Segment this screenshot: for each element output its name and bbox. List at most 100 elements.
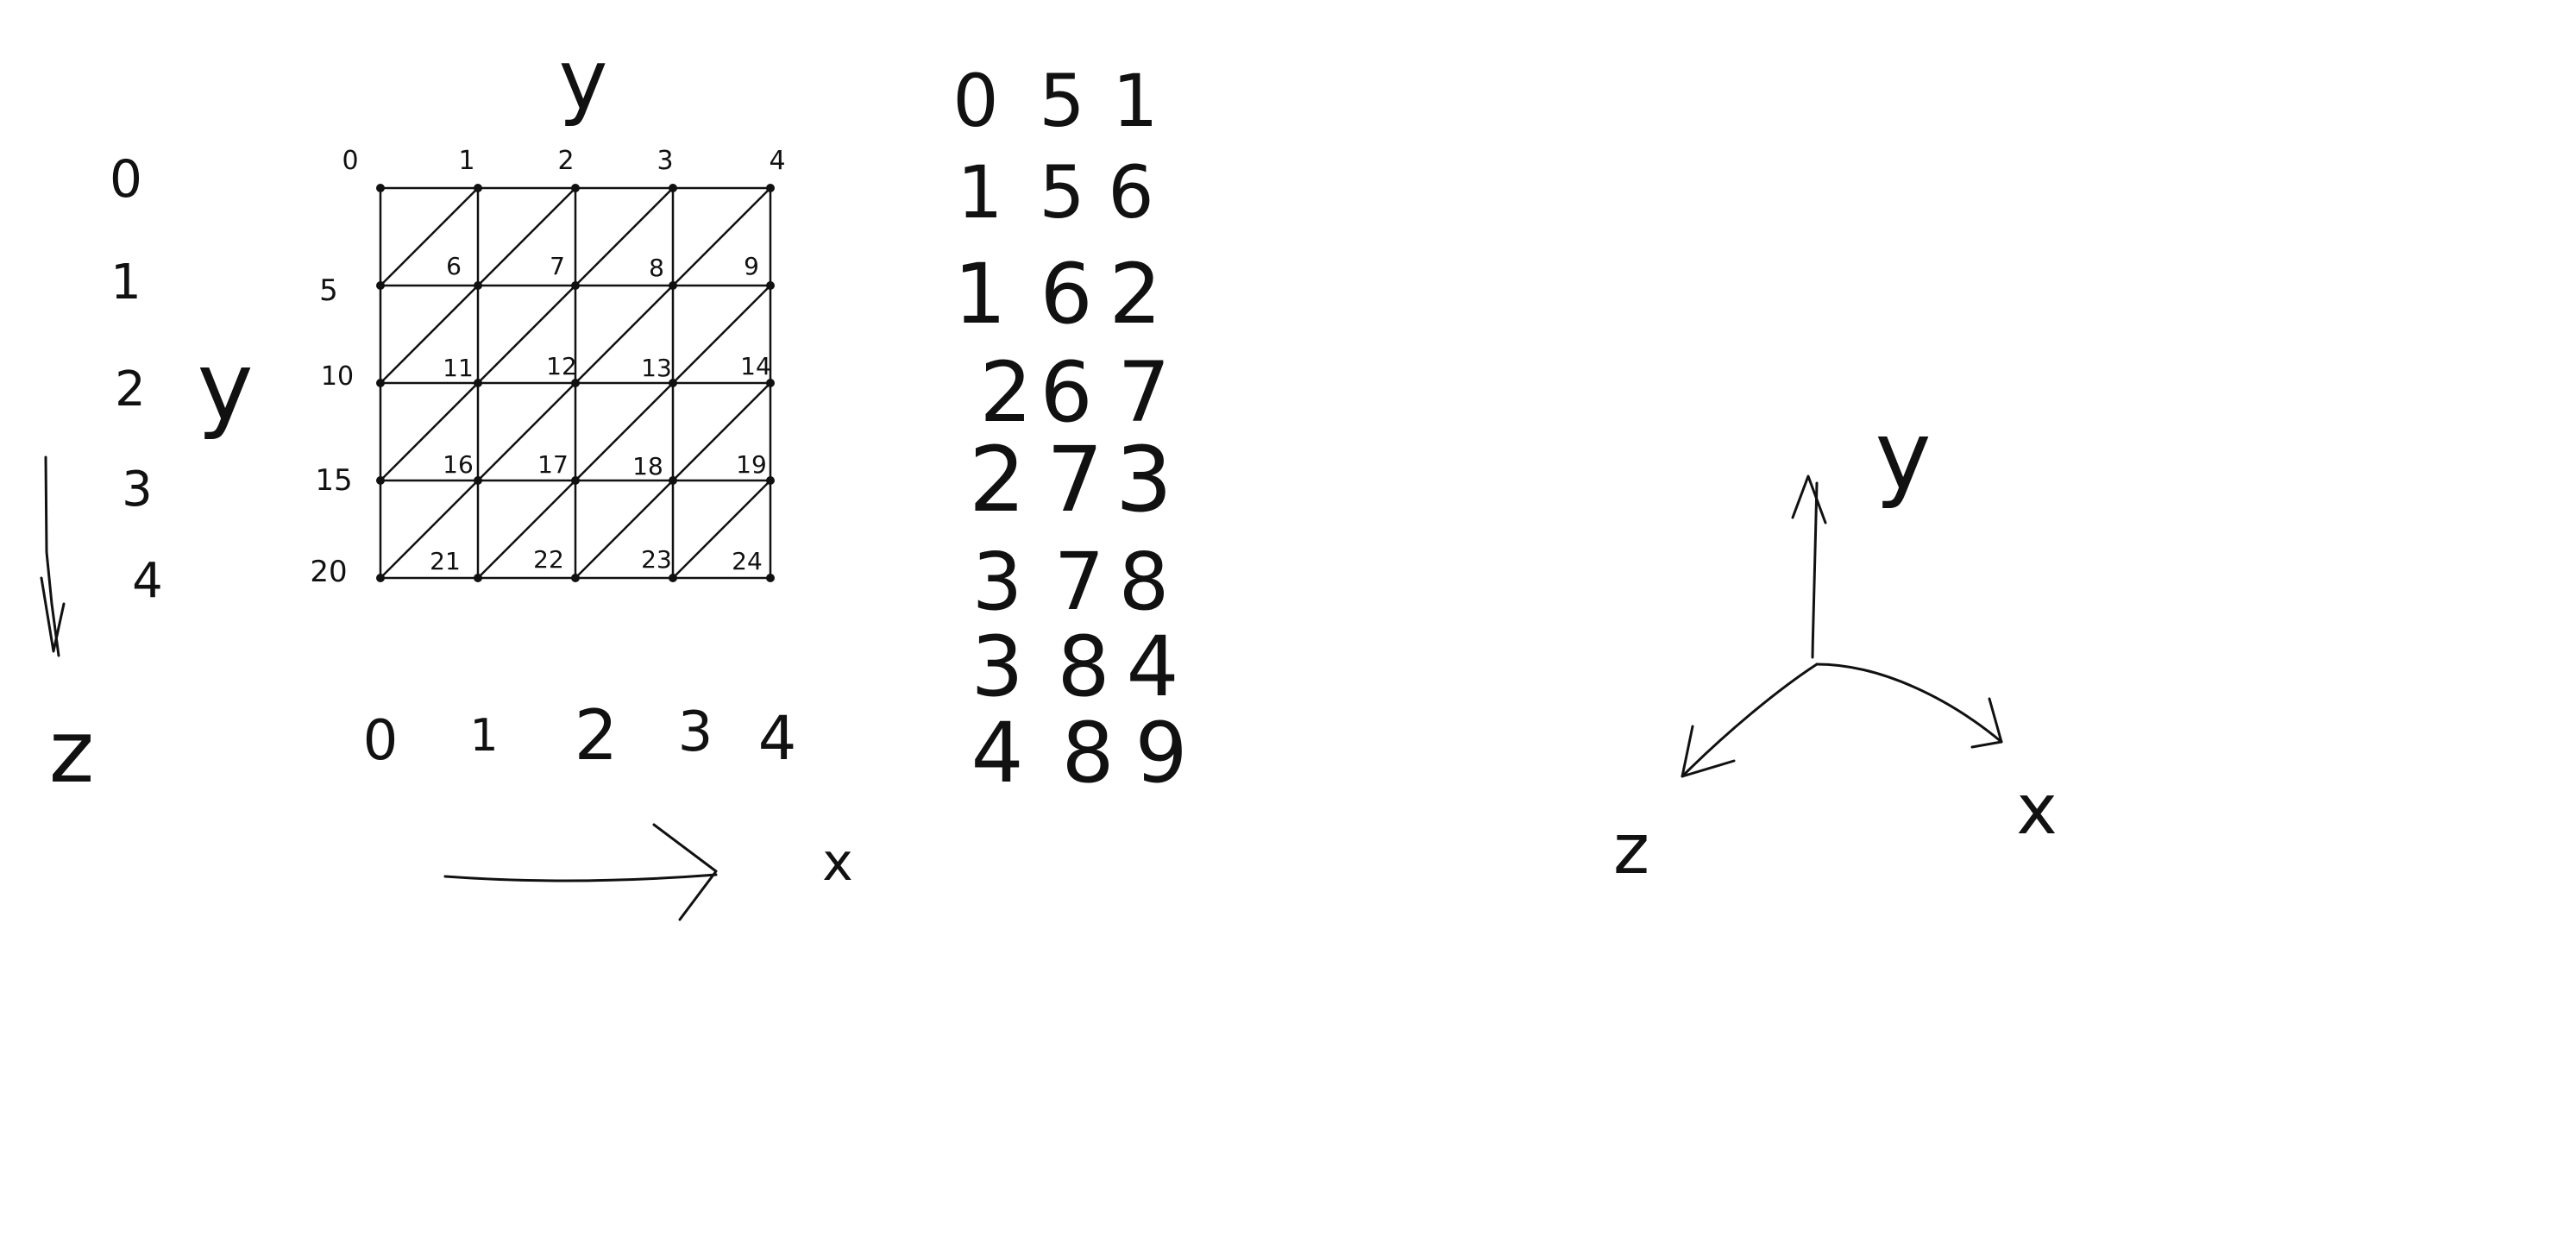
grid-diagonal-line: [574, 479, 675, 580]
grid-vertex: [571, 184, 580, 192]
left-label: 5: [319, 273, 338, 308]
inner-label: 21: [430, 547, 461, 575]
grid-vertex: [571, 574, 580, 582]
x-index-label: 2: [575, 695, 619, 776]
grid-vertex: [766, 476, 775, 485]
triangle-index: 6: [1108, 150, 1153, 235]
triangle-index: 5: [1039, 59, 1084, 143]
z-axis-label: z: [49, 701, 95, 802]
triangle-index: 8: [1061, 705, 1114, 801]
inner-label: 9: [744, 252, 759, 280]
z-arrow-head: [40, 576, 66, 653]
top-label: 3: [657, 146, 673, 176]
grid-title: y: [559, 32, 608, 129]
grid-diagonal-line: [379, 381, 480, 482]
triangle-index: 3: [971, 619, 1023, 715]
triangle-index: 1: [957, 150, 1002, 235]
grid-diagonal-line: [671, 186, 772, 287]
grid-vertex: [669, 379, 677, 387]
grid-diagonal-line: [476, 381, 577, 482]
triangle-index: 8: [1057, 619, 1109, 715]
x-axis-label: x: [822, 832, 853, 893]
top-label: 2: [557, 146, 574, 176]
inner-label: 12: [546, 352, 577, 380]
triangle-index: 1: [953, 246, 1006, 342]
grid-inner-labels: 6 7 8 9 11 12 13 14 16 17 18 19 21 22 23…: [430, 252, 771, 575]
axes-3d: [1681, 474, 2003, 778]
triangle-index: 8: [1119, 536, 1170, 628]
grid-vertex: [474, 379, 482, 387]
grid-vertex: [474, 574, 482, 582]
x-arrow-head: [652, 823, 718, 921]
z-index-label: 2: [115, 361, 146, 418]
grid-diagonal-line: [476, 284, 577, 385]
x-index-row: 0 1 2 3 4: [363, 695, 797, 776]
grid-vertex: [376, 574, 385, 582]
y-symbol: y: [197, 331, 253, 442]
z-direction-arrow: [40, 455, 66, 657]
inner-label: 24: [732, 547, 763, 575]
triangle-index: 5: [1039, 150, 1084, 235]
inner-label: 14: [740, 352, 771, 380]
axis3d-x-arrowhead: [1970, 697, 2003, 749]
grid-vertex: [669, 574, 677, 582]
grid-vertex: [474, 476, 482, 485]
axis3d-z-label: z: [1613, 809, 1649, 889]
inner-label: 23: [641, 545, 672, 574]
z-index-label: 4: [132, 553, 163, 609]
grid-top-labels: 0 1 2 3 4: [342, 146, 785, 176]
x-index-label: 0: [363, 709, 399, 773]
grid-vertex: [669, 281, 677, 290]
triangle-index: 2: [969, 427, 1026, 532]
x-index-label: 4: [758, 703, 797, 774]
grid-diagonal-line: [476, 186, 577, 287]
triangle-index: 4: [971, 705, 1023, 801]
grid-diagonal-line: [476, 479, 577, 580]
axis3d-y-line: [1811, 481, 1819, 659]
inner-label: 16: [443, 450, 474, 479]
grid-vertex: [571, 379, 580, 387]
triangle-index: 7: [1054, 536, 1105, 628]
inner-label: 18: [632, 452, 663, 480]
grid-diagonal-line: [671, 381, 772, 482]
triangle-index-table: 0 5 1 1 5 6 1 6 2 2 6 7 2 7 3 3 7 8 3 8 …: [952, 59, 1187, 801]
grid-diagonal-line: [379, 186, 480, 287]
z-index-label: 0: [110, 149, 142, 210]
grid-diagonal-line: [574, 284, 675, 385]
triangle-index: 2: [979, 344, 1032, 441]
grid-vertex: [376, 184, 385, 192]
grid-diagonal-line: [574, 381, 675, 482]
grid-vertex: [669, 184, 677, 192]
triangle-index: 4: [1126, 619, 1178, 715]
top-label: 0: [342, 146, 358, 176]
axis3d-z-line: [1681, 663, 1819, 778]
top-label: 4: [769, 146, 785, 176]
inner-label: 6: [446, 252, 462, 280]
grid-vertex: [376, 281, 385, 290]
grid-vertex: [571, 476, 580, 485]
inner-label: 11: [443, 354, 474, 382]
axis3d-x-line: [1815, 663, 2003, 744]
left-label: 20: [310, 555, 347, 589]
x-index-label: 1: [469, 710, 498, 762]
grid-left-labels: 5 10 15 20: [310, 273, 354, 589]
triangle-index: 0: [952, 59, 998, 143]
left-label: 10: [321, 361, 354, 392]
axis3d-z-arrowhead: [1681, 725, 1736, 778]
triangle-index: 7: [1117, 344, 1170, 441]
axis3d-y-arrowhead: [1791, 474, 1827, 524]
z-arrow-shaft: [44, 455, 60, 657]
inner-label: 7: [550, 252, 565, 280]
triangle-index: 9: [1134, 705, 1187, 801]
inner-label: 22: [533, 545, 564, 574]
grid-vertex: [474, 184, 482, 192]
triangle-index: 1: [1112, 59, 1158, 143]
x-arrow-shaft: [443, 873, 718, 882]
grid-diagonal-line: [379, 479, 480, 580]
grid-vertex: [766, 281, 775, 290]
left-label: 15: [315, 463, 352, 498]
triangle-index: 3: [972, 536, 1023, 628]
z-index-label: 3: [122, 462, 153, 518]
inner-label: 17: [537, 450, 569, 479]
